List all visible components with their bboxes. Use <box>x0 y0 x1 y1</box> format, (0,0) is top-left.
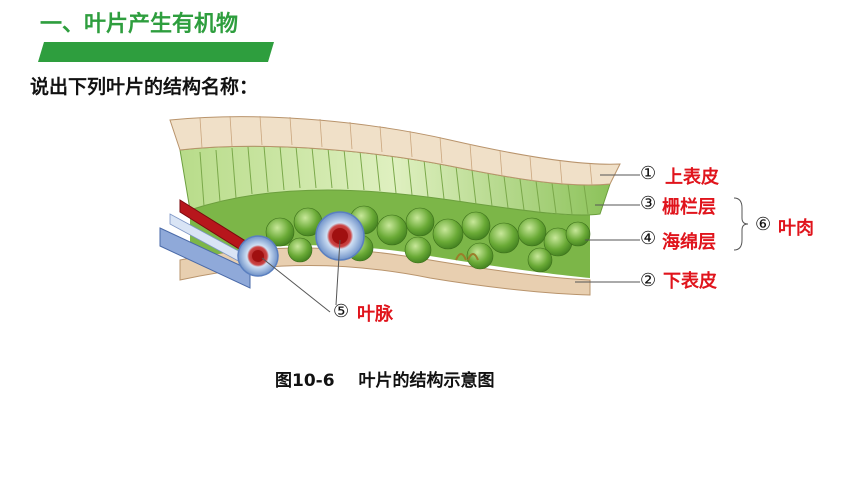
label-vein: 叶脉 <box>357 304 393 325</box>
label-num-3: ③ <box>640 193 657 214</box>
label-upper-epidermis: 上表皮 <box>665 167 719 188</box>
label-num-2: ② <box>640 270 657 291</box>
label-num-4: ④ <box>640 228 657 249</box>
leaf-cross-section-illustration <box>159 115 621 296</box>
label-num-5: ⑤ <box>333 301 350 322</box>
figure-title: 叶片的结构示意图 <box>358 371 495 391</box>
figure-number: 图10-6 <box>275 371 335 391</box>
label-num-6: ⑥ <box>755 214 772 235</box>
label-mesophyll: 叶肉 <box>778 218 814 239</box>
label-palisade-layer: 栅栏层 <box>662 197 716 218</box>
question-text: 说出下列叶片的结构名称： <box>30 76 259 98</box>
label-num-1: ① <box>640 163 657 184</box>
heading-underline-bar <box>38 42 274 62</box>
label-lower-epidermis: 下表皮 <box>663 271 717 292</box>
figure-caption: 图10-6 叶片的结构示意图 <box>275 366 495 391</box>
section-heading: 一、叶片产生有机物 <box>40 12 239 37</box>
label-spongy-layer: 海绵层 <box>662 232 716 253</box>
